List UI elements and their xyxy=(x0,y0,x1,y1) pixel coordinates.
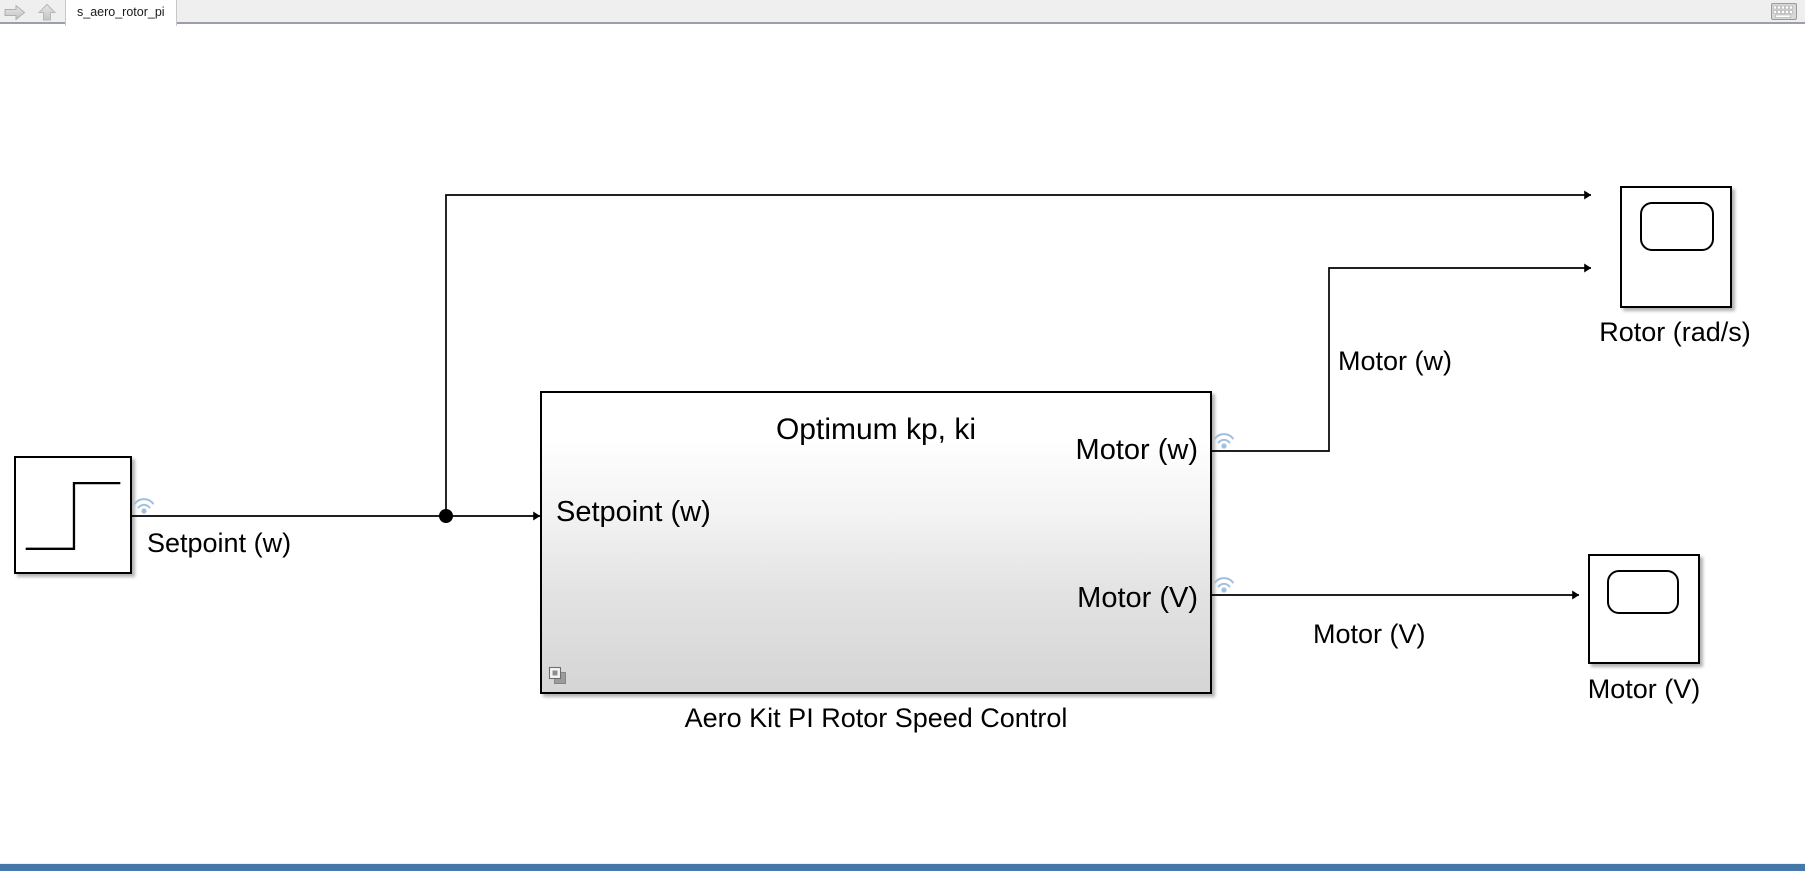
subsystem-mask-title: Optimum kp, ki xyxy=(775,413,977,446)
scope-motor-v-caption: Motor (V) xyxy=(1587,674,1701,704)
scope-screen-icon xyxy=(1607,570,1679,614)
step-signal-icon xyxy=(25,481,121,550)
scope-block-motor-v[interactable] xyxy=(1588,554,1700,664)
signal-branch-point xyxy=(439,509,453,523)
signal-logging-badge-motor-v[interactable] xyxy=(1213,573,1235,593)
up-arrow-icon[interactable] xyxy=(35,3,59,22)
subsystem-output-port-label-motor-v: Motor (V) xyxy=(1077,582,1198,614)
signal-label-setpoint: Setpoint (w) xyxy=(147,528,292,558)
subsystem-output-port-label-motor-w: Motor (w) xyxy=(1075,434,1198,466)
model-canvas[interactable]: Setpoint (w) Optimum kp, ki Setpoint (w)… xyxy=(0,26,1805,845)
signal-logging-badge-setpoint[interactable] xyxy=(133,494,155,514)
bottom-accent-bar xyxy=(0,863,1805,871)
signal-logging-badge-motor-w[interactable] xyxy=(1213,429,1235,449)
scope-rotor-caption: Rotor (rad/s) xyxy=(1599,317,1751,347)
signal-label-motor-v: Motor (V) xyxy=(1313,619,1426,649)
subsystem-input-port-label-setpoint: Setpoint (w) xyxy=(556,496,711,528)
signal-label-motor-w: Motor (w) xyxy=(1338,346,1452,376)
document-tab-s-aero-rotor-pi[interactable]: s_aero_rotor_pi xyxy=(65,0,177,26)
step-block[interactable] xyxy=(14,456,132,574)
keyboard-icon[interactable] xyxy=(1771,3,1797,20)
subsystem-caption: Aero Kit PI Rotor Speed Control xyxy=(684,703,1068,733)
subsystem-badge-icon xyxy=(548,666,568,686)
toolbar: s_aero_rotor_pi xyxy=(0,0,1805,26)
scope-block-rotor[interactable] xyxy=(1620,186,1732,308)
forward-arrow-icon[interactable] xyxy=(3,3,27,22)
subsystem-block-aero-kit-pi[interactable]: Optimum kp, ki Setpoint (w) Motor (w) Mo… xyxy=(540,391,1212,694)
scope-screen-icon xyxy=(1640,202,1714,251)
